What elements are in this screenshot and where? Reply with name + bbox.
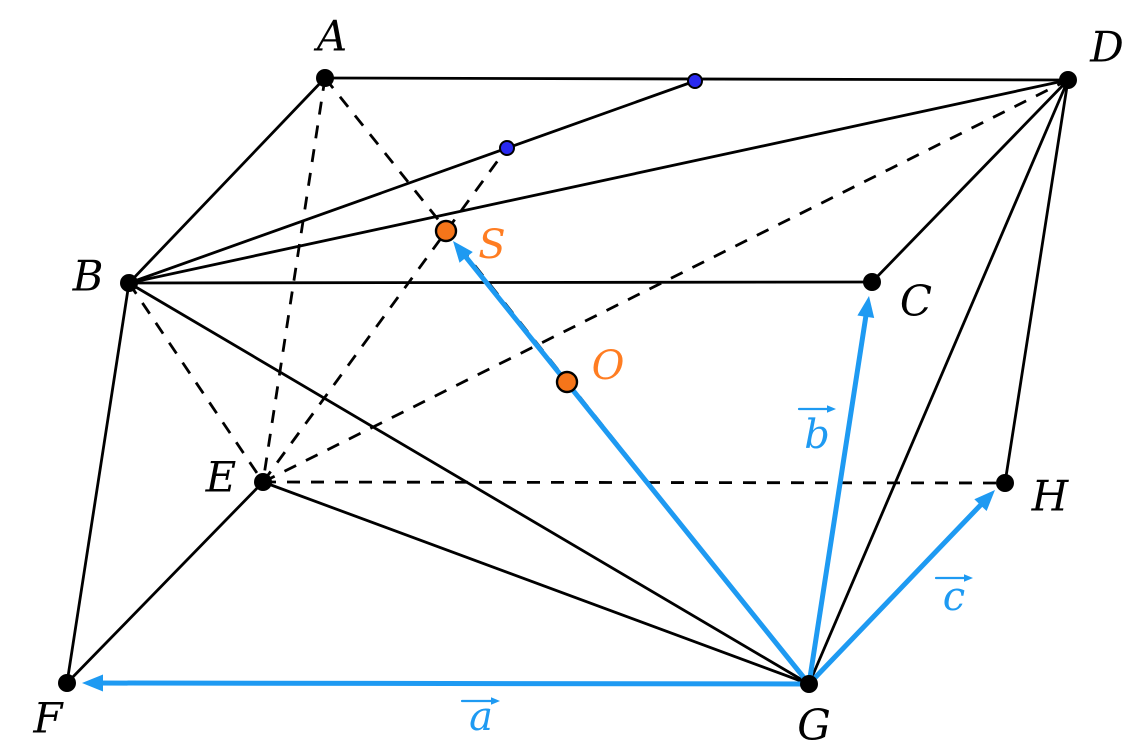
edge-BF <box>65 282 131 684</box>
vector-b-label-accent-head <box>827 405 836 413</box>
point-S <box>434 219 458 243</box>
label-A: A <box>313 12 347 61</box>
edge-BC <box>128 280 873 285</box>
diagonal-BG <box>128 281 810 686</box>
vector-c-shaft <box>806 495 990 687</box>
edge-AB <box>127 77 327 284</box>
diagonal-ED-dashed <box>262 78 1069 484</box>
label-C: C <box>900 277 932 326</box>
edge-AE-dashed <box>261 77 327 483</box>
label-H: H <box>1031 472 1070 521</box>
point-D <box>1059 71 1077 89</box>
point-centroid-ABD <box>499 140 515 156</box>
label-vec-b: b <box>804 412 830 458</box>
points-layer <box>58 69 1077 693</box>
point-F <box>58 674 76 692</box>
point-A <box>316 69 334 87</box>
edge-EH-dashed <box>262 480 1006 485</box>
vector-b-head <box>857 296 875 319</box>
edge-EF <box>65 481 265 684</box>
labels-layer: A B C D E F G H S Oa b c <box>32 12 1123 750</box>
label-G: G <box>797 701 831 750</box>
vectors-layer <box>82 241 995 705</box>
label-O: O <box>592 343 625 389</box>
label-F: F <box>32 694 64 743</box>
vector-a-label-accent-head <box>491 697 500 705</box>
vector-c-label-accent-head <box>964 574 973 582</box>
point-C <box>863 273 881 291</box>
point-G <box>800 675 818 693</box>
point-H <box>996 474 1014 492</box>
vector-b-shaft <box>806 304 870 687</box>
vector-a-shaft <box>91 680 812 687</box>
label-D: D <box>1089 23 1124 72</box>
cevian-E-centroid-dashed <box>261 147 509 483</box>
label-B: B <box>72 252 104 301</box>
label-vec-a: a <box>469 694 493 740</box>
edge-CD <box>870 79 1070 283</box>
diagonal-BE-dashed <box>127 282 265 483</box>
edge-DH <box>1003 79 1070 484</box>
median-B-midAD <box>128 79 696 285</box>
point-O <box>555 370 579 394</box>
label-vec-c: c <box>943 574 965 620</box>
point-B <box>120 274 138 292</box>
diagonal-BD <box>128 78 1069 285</box>
diagonal-DG <box>807 79 1070 685</box>
vector-c-head <box>974 490 995 512</box>
vector-a-head <box>82 674 104 692</box>
point-midpoint-AD <box>687 73 703 89</box>
label-S: S <box>478 222 505 268</box>
vector-GS-shaft <box>457 247 812 687</box>
point-E <box>254 473 272 491</box>
label-E: E <box>205 453 237 502</box>
vector-GS-head <box>453 241 473 263</box>
diagonal-EG <box>262 480 810 686</box>
